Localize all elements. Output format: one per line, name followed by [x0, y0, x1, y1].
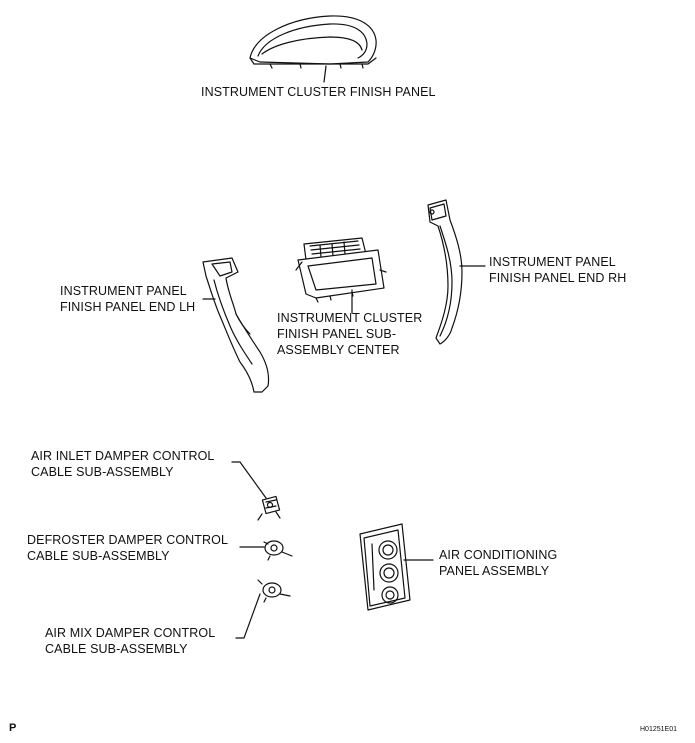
- leader-air-mix: [236, 594, 260, 638]
- leader-cluster-finish-panel: [324, 66, 326, 82]
- label-center-line3: ASSEMBLY CENTER: [277, 343, 400, 357]
- label-air-mix-line1: AIR MIX DAMPER CONTROL: [45, 626, 216, 640]
- label-panel-end-rh-line1: INSTRUMENT PANEL: [489, 255, 616, 269]
- label-defroster-line2: CABLE SUB-ASSEMBLY: [27, 549, 170, 563]
- label-ac-panel-line2: PANEL ASSEMBLY: [439, 564, 550, 578]
- instrument-panel-finish-panel-end-rh: [428, 200, 462, 344]
- label-ac-panel-line1: AIR CONDITIONING: [439, 548, 558, 562]
- instrument-cluster-finish-panel-center: [296, 238, 386, 302]
- defroster-damper-control-cable: [264, 541, 292, 560]
- instrument-panel-finish-panel-end-lh: [203, 258, 269, 392]
- label-center-line1: INSTRUMENT CLUSTER: [277, 311, 423, 325]
- label-air-inlet-line1: AIR INLET DAMPER CONTROL: [31, 449, 215, 463]
- label-panel-end-rh-line2: FINISH PANEL END RH: [489, 271, 627, 285]
- label-cluster-finish-panel: INSTRUMENT CLUSTER FINISH PANEL: [201, 85, 436, 99]
- instrument-cluster-finish-panel: [250, 16, 376, 68]
- label-air-inlet-line2: CABLE SUB-ASSEMBLY: [31, 465, 174, 479]
- page-marker: P: [9, 722, 17, 734]
- label-panel-end-lh-line2: FINISH PANEL END LH: [60, 300, 196, 314]
- label-defroster-line1: DEFROSTER DAMPER CONTROL: [27, 533, 229, 547]
- figure-code: H01251E01: [640, 726, 677, 733]
- air-inlet-damper-control-cable: [258, 496, 280, 520]
- label-panel-end-lh-line1: INSTRUMENT PANEL: [60, 284, 187, 298]
- air-mix-damper-control-cable: [258, 580, 290, 602]
- label-center-line2: FINISH PANEL SUB-: [277, 327, 397, 341]
- leader-air-inlet: [232, 462, 266, 498]
- label-air-mix-line2: CABLE SUB-ASSEMBLY: [45, 642, 188, 656]
- air-conditioning-panel-assembly: [360, 524, 410, 610]
